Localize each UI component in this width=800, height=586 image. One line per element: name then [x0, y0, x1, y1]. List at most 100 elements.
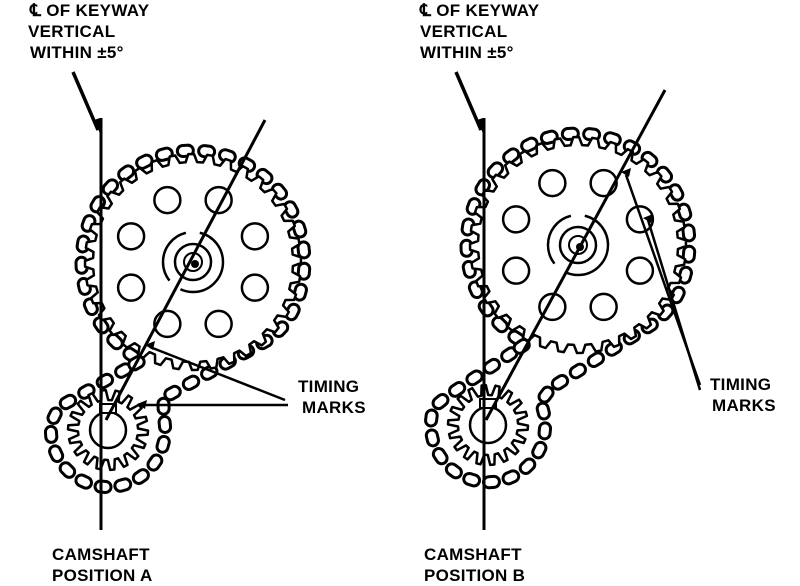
chain-link	[586, 351, 606, 369]
chain-link	[667, 183, 685, 202]
timing-mark	[621, 168, 631, 177]
sprocket-holes	[501, 168, 655, 322]
chain-link	[462, 471, 482, 488]
chain-link	[424, 408, 439, 428]
chain-link	[444, 462, 463, 480]
hub-ring	[546, 213, 610, 277]
chain-link	[43, 424, 59, 444]
keyway-label-line2: VERTICAL	[28, 22, 116, 41]
sprocket-hole	[240, 222, 270, 251]
panel-position-b	[424, 71, 702, 530]
sprocket-hole	[589, 168, 618, 198]
chain-link	[518, 457, 537, 475]
timing-mark	[643, 214, 653, 223]
sprocket-hole	[625, 205, 655, 234]
chain-link	[681, 223, 697, 243]
chain-link	[93, 479, 113, 494]
timing-label-line1: TIMING	[710, 375, 772, 394]
keyway-arrowhead	[94, 118, 102, 138]
chain-link	[550, 373, 570, 391]
chain-link	[113, 477, 133, 493]
keyway-label-line3: WITHIN ±5°	[420, 43, 514, 62]
chain-link	[531, 440, 548, 460]
keyway-label-a: ℄ OF KEYWAY VERTICAL WITHIN ±5°	[28, 0, 150, 63]
chain-link	[486, 161, 505, 180]
chain-link	[448, 381, 467, 398]
chain-link	[676, 202, 693, 222]
timing-mark-leader	[149, 345, 286, 402]
chain-link	[568, 362, 587, 380]
chain-link	[431, 447, 449, 466]
chain-link	[501, 469, 521, 486]
chain-link	[681, 244, 697, 264]
sprocket-hole	[116, 273, 146, 302]
chain-link	[431, 393, 450, 411]
chain-link	[282, 200, 300, 219]
chain-link	[135, 153, 154, 170]
chain-link	[181, 374, 201, 392]
camshaft-label-b: CAMSHAFT POSITION B	[424, 544, 525, 586]
chain-link	[465, 369, 484, 387]
chain-link	[296, 261, 312, 281]
sprocket-hole	[625, 256, 655, 285]
chain-link	[537, 385, 555, 404]
hub-ring	[161, 230, 225, 294]
timing-marks-label-b: TIMING MARKS	[710, 374, 776, 416]
sprocket-hole	[204, 309, 233, 339]
sprocket-hole	[589, 292, 618, 322]
crank-hub	[468, 405, 508, 445]
camshaft-label-line1: CAMSHAFT	[52, 545, 150, 564]
keyway-label-line2: VERTICAL	[420, 22, 508, 41]
chain-link	[146, 453, 164, 472]
chain-link	[481, 474, 501, 490]
chain-link	[163, 384, 182, 402]
timing-line	[484, 89, 667, 421]
camshaft-label-line2: POSITION A	[52, 566, 153, 585]
keyway-label-line1: ℄ OF KEYWAY	[420, 1, 540, 20]
chain-link	[520, 136, 539, 153]
chain-link	[101, 178, 120, 197]
keyway-leader	[71, 71, 100, 131]
chain-link	[46, 406, 63, 426]
keyway-label-line3: WITHIN ±5°	[30, 43, 124, 62]
timing-dot	[191, 260, 199, 268]
chain-link	[58, 461, 77, 479]
camshaft-label-line1: CAMSHAFT	[424, 545, 522, 564]
chain-link	[95, 372, 115, 390]
timing-mark-leader	[646, 219, 702, 391]
chain-link	[131, 468, 150, 485]
chain-link	[292, 282, 308, 302]
chain-link	[106, 332, 124, 351]
sprocket-hole	[501, 256, 531, 285]
keyway-leader	[454, 71, 483, 131]
timing-mark	[145, 341, 155, 350]
timing-label-line2: MARKS	[302, 398, 366, 417]
camshaft-label-a: CAMSHAFT POSITION A	[52, 544, 153, 586]
chain-link	[539, 129, 559, 145]
chain-link	[537, 421, 553, 441]
chain-link	[74, 473, 93, 490]
timing-label-line1: TIMING	[298, 377, 360, 396]
keyway-label-b: ℄ OF KEYWAY VERTICAL WITHIN ±5°	[420, 0, 539, 63]
sprocket-hole	[538, 168, 567, 198]
chain-link	[48, 444, 65, 463]
sprocket-hole	[240, 273, 270, 302]
timing-line	[104, 119, 267, 421]
chain-link	[502, 147, 521, 165]
chain-link	[117, 164, 136, 182]
panel-position-a	[43, 71, 312, 530]
timing-label-line2: MARKS	[712, 396, 776, 415]
sprocket-hole	[116, 222, 146, 251]
keyway-arrowhead	[477, 118, 485, 138]
chain-link	[157, 415, 173, 434]
chain-link	[296, 240, 312, 260]
timing-marks-label-a: TIMING MARKS	[298, 376, 366, 418]
chain-link	[491, 315, 509, 334]
keyway-label-line1: ℄ OF KEYWAY	[30, 1, 150, 20]
chain-link	[291, 219, 308, 239]
chain-link	[155, 434, 171, 454]
sprocket-holes	[116, 185, 270, 339]
chain-link	[424, 428, 440, 448]
sprocket-hole	[538, 292, 567, 322]
